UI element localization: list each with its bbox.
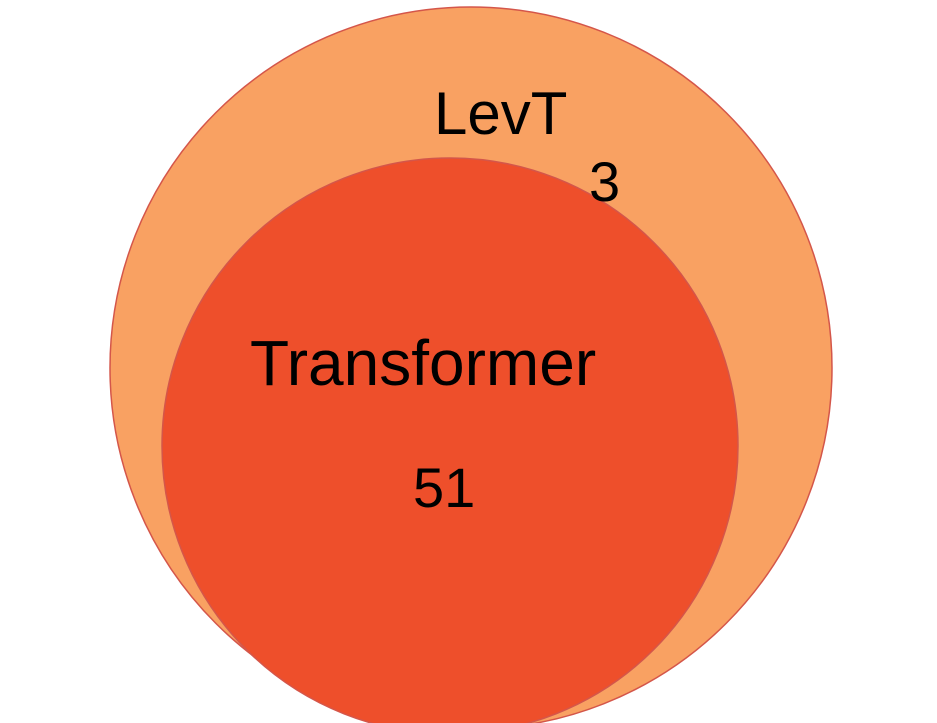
transformer-label: Transformer bbox=[250, 327, 596, 399]
levt-label: LevT bbox=[434, 80, 567, 147]
transformer-count: 51 bbox=[413, 456, 475, 519]
levt-count: 3 bbox=[589, 150, 620, 213]
transformer-circle bbox=[161, 157, 739, 723]
